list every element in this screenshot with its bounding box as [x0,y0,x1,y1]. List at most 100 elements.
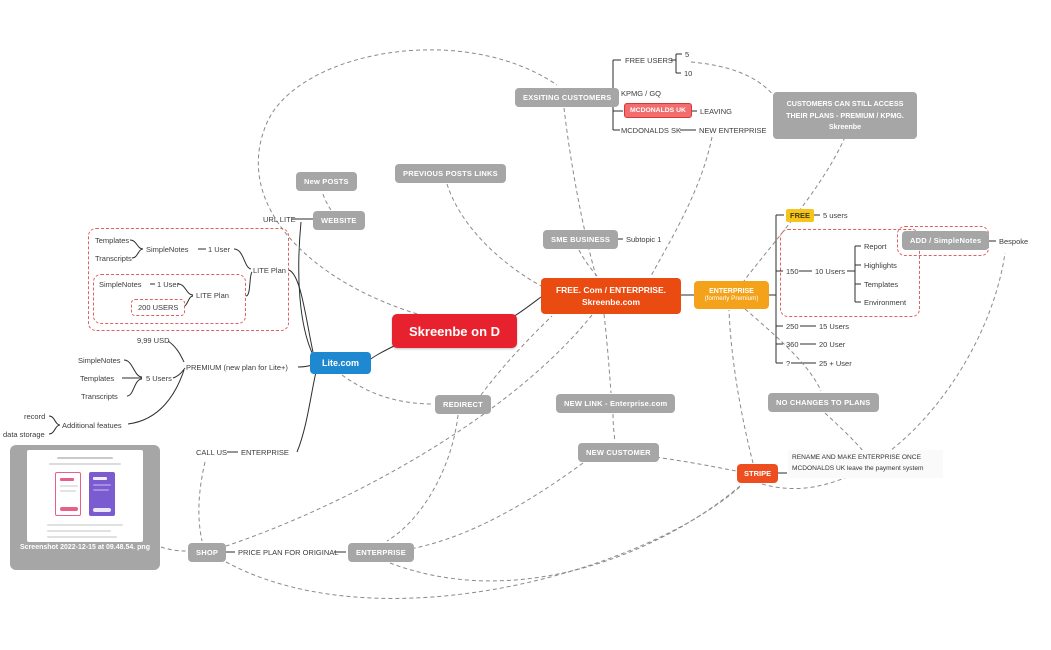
screenshot-thumbnail[interactable]: Screenshot 2022-12-15 at 09.48.54. png [10,445,160,570]
solid-connectors [48,53,996,553]
thumb-line [60,478,74,481]
label-free-users-10[interactable]: 10 [684,69,693,78]
central-topic[interactable]: Skreenbe on D [392,314,517,348]
label-price-999[interactable]: 9,99 USD [137,336,170,345]
node-add-simplenotes-label: ADD / SimpleNotes [910,236,982,245]
central-topic-label: Skreenbe on D [408,323,501,339]
label-lite-plan-a[interactable]: LITE Plan [253,266,286,275]
thumb-line [93,484,111,486]
node-stripe-label: STRIPE [744,469,772,478]
thumb-line [60,490,76,492]
label-simplenotes-b[interactable]: SimpleNotes [99,280,142,289]
label-5-users-r[interactable]: 5 users [823,211,848,220]
node-lite-com[interactable]: Lite.com [310,352,372,374]
label-enterprise-call[interactable]: ENTERPRISE [241,448,289,457]
label-15-users[interactable]: 15 Users [819,322,850,331]
node-stripe[interactable]: STRIPE [737,464,779,483]
node-enterprise-label: ENTERPRISE [356,548,406,557]
label-templates-c[interactable]: Templates [864,280,899,289]
screenshot-preview [27,450,143,542]
label-question[interactable]: ? [786,359,791,368]
screenshot-caption: Screenshot 2022-12-15 at 09.48.54. png [20,544,150,551]
label-simplenotes-a[interactable]: SimpleNotes [146,245,189,254]
node-shop-label: SHOP [196,548,219,557]
label-mcdonalds-sk[interactable]: MCDONALDS SK [621,126,682,135]
label-new-enterprise[interactable]: NEW ENTERPRISE [699,126,767,135]
label-free-users-5[interactable]: 5 [685,50,690,59]
label-25-user[interactable]: 25 + User [819,359,852,368]
node-new-link-enterprise[interactable]: NEW LINK - Enterprise.com [556,394,676,413]
node-free-enterprise-line1: FREE. Com / ENTERPRISE. [555,284,667,295]
label-transcripts-b[interactable]: Transcripts [81,392,118,401]
node-enterprise-formerly-premium[interactable]: ENTERPRISE (formerly Premium) [694,281,769,309]
label-250[interactable]: 250 [786,322,799,331]
thumb-button [60,507,78,511]
label-10-users[interactable]: 10 Users [815,267,846,276]
node-exsiting-customers[interactable]: EXSITING CUSTOMERS [515,88,620,107]
thumb-line [47,524,123,526]
node-new-posts-label: New POSTS [304,177,349,186]
tag-free[interactable]: FREE [786,209,815,222]
label-premium-plan[interactable]: PREMIUM (new plan for Lite+) [186,363,288,372]
node-sme-business-label: SME BUSINESS [551,235,611,244]
node-website-label: WEBSITE [321,216,357,225]
thumb-card-premium [89,472,115,516]
node-redirect[interactable]: REDIRECT [435,395,491,414]
label-one-user-a[interactable]: 1 User [208,245,231,254]
node-new-customer-label: NEW CUSTOMER [586,448,651,457]
node-add-simplenotes[interactable]: ADD / SimpleNotes [902,231,990,250]
node-exsiting-customers-label: EXSITING CUSTOMERS [523,93,612,102]
node-free-enterprise-line2: Skreenbe.com [581,297,641,307]
enterprise-premium-line2: (formerly Premium) [704,295,759,302]
node-new-posts[interactable]: New POSTS [296,172,357,191]
label-one-user-b[interactable]: 1 User [157,280,180,289]
node-enterprise[interactable]: ENTERPRISE [348,543,414,562]
label-data-storage[interactable]: data storage [3,430,45,439]
label-20-user[interactable]: 20 User [819,340,846,349]
node-mcdonalds-uk-label: MCDONALDS UK [630,107,686,114]
lite-plan-group-box [88,228,289,331]
label-360[interactable]: 360 [786,340,799,349]
node-sme-business[interactable]: SME BUSINESS [543,230,619,249]
label-templates-b[interactable]: Templates [80,374,115,383]
node-no-changes-label: NO CHANGES TO PLANS [776,398,871,407]
label-call-us[interactable]: CALL US [196,448,227,457]
label-kpmg-gq[interactable]: KPMG / GQ [621,89,662,98]
node-no-changes-to-plans[interactable]: NO CHANGES TO PLANS [768,393,879,412]
label-transcripts-a[interactable]: Transcripts [95,254,132,263]
note-rename-enterprise[interactable]: RENAME AND MAKE ENTERPRISE ONCE MCDONALD… [788,450,943,478]
label-free-users[interactable]: FREE USERS [625,56,673,65]
node-redirect-label: REDIRECT [443,400,483,409]
label-additional-features[interactable]: Additional featues [62,421,122,430]
note-customers-access[interactable]: CUSTOMERS CAN STILL ACCESS THEIR PLANS -… [773,92,917,139]
thumb-line [47,530,111,532]
label-five-users[interactable]: 5 Users [146,374,172,383]
label-subtopic-1[interactable]: Subtopic 1 [626,235,662,244]
label-highlights[interactable]: Highlights [864,261,897,270]
enterprise-premium-line1: ENTERPRISE [709,288,754,295]
thumb-button [93,508,111,512]
node-free-enterprise[interactable]: FREE. Com / ENTERPRISE. Skreenbe.com [541,278,681,314]
node-website[interactable]: WEBSITE [313,211,365,230]
dashed-connectors [160,49,1006,599]
node-previous-posts-links[interactable]: PREVIOUS POSTS LINKS [395,164,506,183]
node-new-customer[interactable]: NEW CUSTOMER [578,443,659,462]
label-lite-plan-b[interactable]: LITE Plan [196,291,229,300]
label-record[interactable]: record [24,412,46,421]
node-lite-com-label: Lite.com [322,358,360,368]
node-200-users[interactable]: 200 USERS [131,299,186,316]
label-url-lite[interactable]: URL LITE [263,215,296,224]
label-report[interactable]: Report [864,242,887,251]
label-price-plan-original[interactable]: PRICE PLAN FOR ORIGINAL [238,548,339,557]
label-templates-a[interactable]: Templates [95,236,130,245]
node-mcdonalds-uk[interactable]: MCDONALDS UK [624,103,692,118]
label-leaving[interactable]: LEAVING [700,107,732,116]
node-shop[interactable]: SHOP [188,543,227,562]
label-bespoke[interactable]: Bespoke [999,237,1029,246]
thumb-card-lite [55,472,81,516]
label-simplenotes-c[interactable]: SimpleNotes [78,356,121,365]
tier-150-group-box [780,229,920,317]
label-environment[interactable]: Environment [864,298,907,307]
label-150[interactable]: 150 [786,267,799,276]
